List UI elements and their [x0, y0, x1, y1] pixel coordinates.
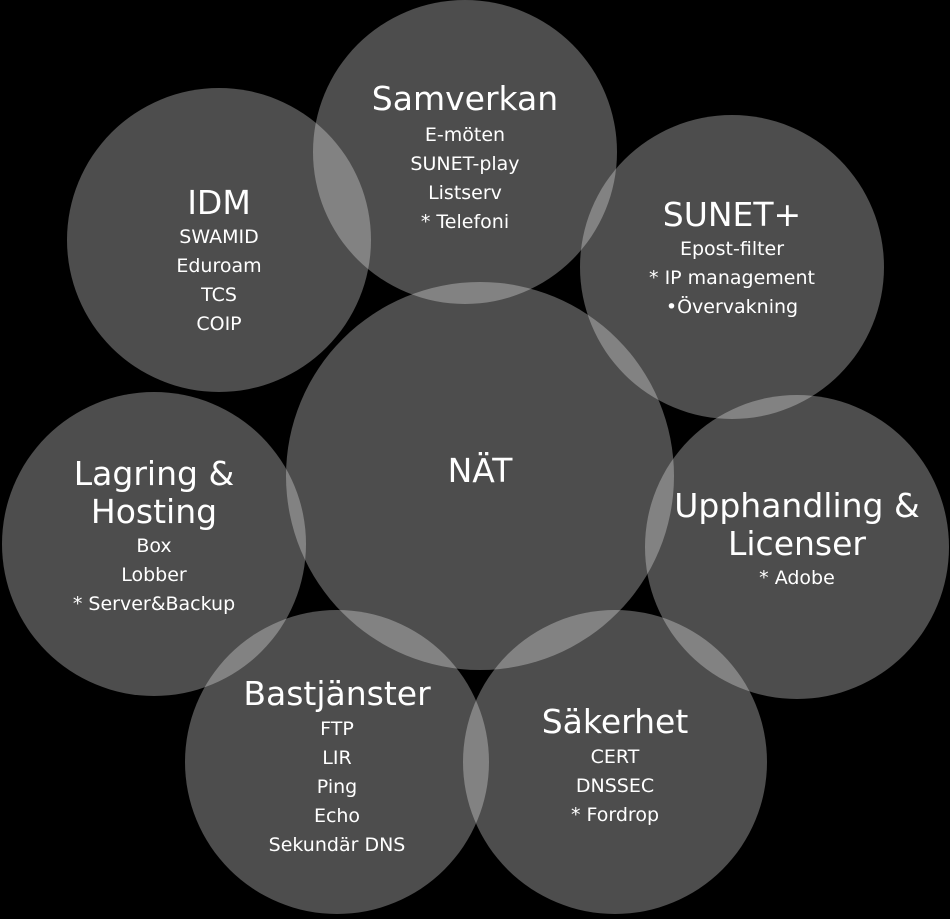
list-item: E-möten [424, 124, 506, 146]
list-item: Echo [313, 805, 361, 827]
list-item: * IP management [649, 267, 815, 289]
node-title-line1: Lagring & [73, 454, 235, 493]
list-item: Epost-filter [679, 238, 785, 260]
list-item: * Fordrop [570, 804, 660, 826]
node-items: FTP LIR Ping Echo Sekundär DNS [185, 715, 489, 860]
node-sunet-plus: SUNET+ Epost-filter * IP management •Öve… [580, 196, 884, 322]
list-item: DNSSEC [575, 775, 655, 797]
list-item: SWAMID [179, 226, 259, 248]
list-item: FTP [320, 718, 354, 740]
node-items: * Adobe [645, 564, 949, 593]
list-item: COIP [196, 313, 242, 335]
node-items: Epost-filter * IP management •Övervaknin… [580, 235, 884, 322]
list-item: LIR [322, 747, 352, 769]
circle-bastjanster [185, 610, 489, 914]
center-nat: NÄT [286, 452, 674, 490]
node-lagring-hosting: Lagring & Hosting Box Lobber * Server&Ba… [2, 455, 306, 619]
node-title: IDM [187, 183, 251, 222]
node-sakerhet: Säkerhet CERT DNSSEC * Fordrop [463, 703, 767, 830]
list-item: Eduroam [176, 255, 262, 277]
list-item: * Server&Backup [72, 593, 236, 615]
circle-sunet-plus [580, 115, 884, 419]
node-title-line1: Upphandling & [674, 486, 920, 525]
list-item: •Övervakning [665, 296, 799, 318]
node-title: Samverkan [371, 79, 559, 118]
list-item: Lobber [121, 564, 187, 586]
circle-samverkan [313, 0, 617, 304]
list-item: Ping [316, 776, 358, 798]
circle-idm [67, 88, 371, 392]
node-idm: IDM SWAMID Eduroam TCS COIP [67, 184, 371, 339]
node-title: SUNET+ [662, 195, 802, 234]
list-item: TCS [201, 284, 237, 306]
node-upphandling-licenser: Upphandling & Licenser * Adobe [645, 487, 949, 593]
circle-lagring-hosting [2, 392, 306, 696]
node-title-line2: Licenser [728, 524, 866, 563]
list-item: * Adobe [759, 567, 835, 589]
circle-sakerhet [463, 610, 767, 914]
node-items: SWAMID Eduroam TCS COIP [67, 223, 371, 339]
node-title: Bastjänster [243, 674, 431, 713]
node-bastjanster: Bastjänster FTP LIR Ping Echo Sekundär D… [185, 675, 489, 860]
circle-upphandling-licenser [645, 395, 949, 699]
node-items: E-möten SUNET-play Listserv * Telefoni [313, 121, 617, 237]
list-item: * Telefoni [420, 211, 510, 233]
list-item: Box [136, 535, 172, 557]
list-item: SUNET-play [410, 153, 520, 175]
list-item: Listserv [428, 182, 502, 204]
circle-nat-center [286, 282, 674, 670]
center-title: NÄT [447, 451, 513, 490]
list-item: CERT [590, 746, 640, 768]
node-title: Säkerhet [541, 702, 689, 741]
node-title-line2: Hosting [90, 492, 218, 531]
node-samverkan: Samverkan E-möten SUNET-play Listserv * … [313, 80, 617, 237]
node-items: CERT DNSSEC * Fordrop [463, 743, 767, 830]
list-item: Sekundär DNS [268, 834, 406, 856]
node-items: Box Lobber * Server&Backup [2, 532, 306, 619]
